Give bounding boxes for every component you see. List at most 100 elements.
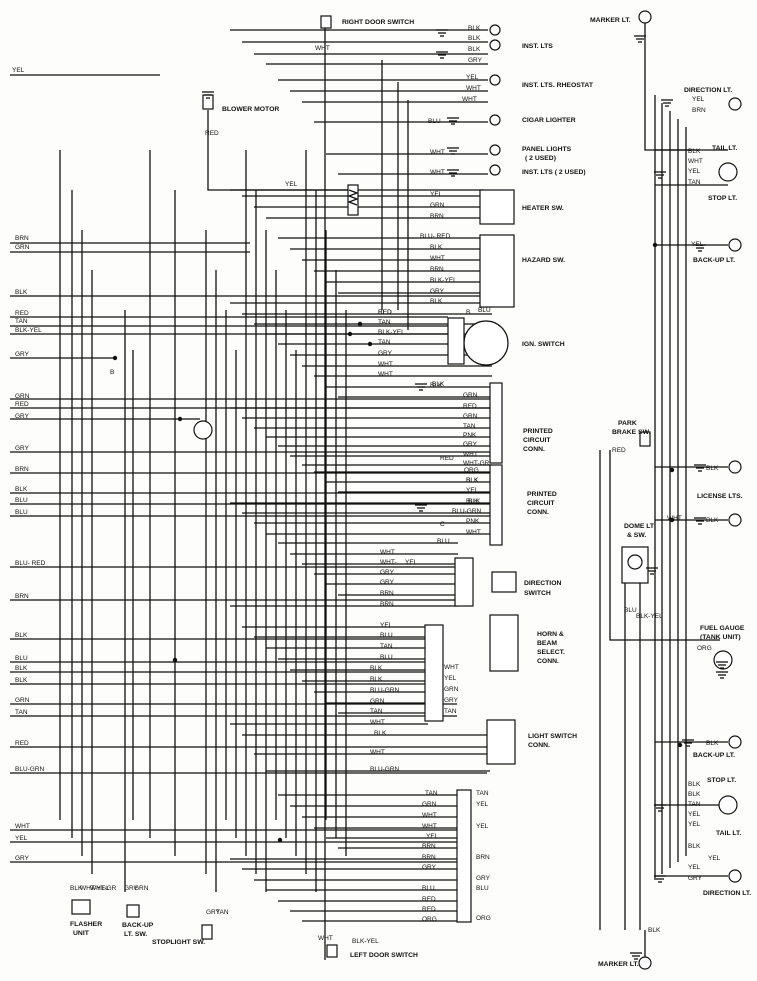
splice-marker: B [110,369,114,376]
flasher-label: UNIT [73,930,90,937]
wire-label: BLU- RED [420,233,451,240]
direction-switch-label: SWITCH [524,590,551,597]
light-switch-body [486,719,516,765]
dome-bulb [627,554,643,570]
wire-label: PNK [463,432,477,439]
connector-blocks [71,94,733,940]
heater-switch-body [479,189,515,225]
wire-label: WHT [462,96,477,103]
wire-label: BLU [624,607,637,614]
direction-switch-label: DIRECTION [524,580,561,587]
wire-label: GRY [688,875,703,882]
tail-light-label: TAIL LT. [716,830,741,837]
right-door-switch-label: RIGHT DOOR SWITCH [342,19,414,26]
wire-label: BLK [468,35,481,42]
inst-light-bulb [489,39,501,51]
wire-label: WHT [422,823,437,830]
ignition-switch-label: IGN. SWITCH [522,341,565,348]
printed-circuit-1-label: CONN. [523,446,545,453]
wire-label: WHT [430,169,445,176]
wire-label: TAN [688,801,701,808]
left-label: YEL [12,67,25,74]
wire-label: BLU [380,654,393,661]
stoplight-switch-body [201,924,213,940]
wire-label: BLU [422,885,435,892]
left-label: GRN [15,393,30,400]
left-wire-labels: YEL BRN GRN BLK RED TAN BLK-YEL GRY GRN … [12,67,46,862]
wire-label: BLU-GRN [370,766,400,773]
dome-light-label: DOME LT [624,523,655,530]
backup-light-label: BACK-UP LT. [693,257,735,264]
left-label: BLK [15,665,28,672]
flasher-unit-body [71,899,91,915]
park-brake-switch-body [639,431,651,447]
rheostat-label: INST. LTS. RHEOSTAT [522,82,594,89]
printed-circuit-2-label: CONN. [527,509,549,516]
wire-label: RED [378,309,392,316]
wire-label: GRY [422,864,437,871]
wire-label: WHT [430,149,445,156]
left-label: BLK [15,289,28,296]
wire-label: YEL [466,74,479,81]
wire-label: BRN [476,854,490,861]
wire-label: WHT [667,515,682,522]
wire-label: GRN [463,392,478,399]
marker-light-label: MARKER LT. [598,961,639,968]
hazard-switch-label: HAZARD SW. [522,257,565,264]
wire-label: WHT [380,549,395,556]
wire-label: RED [205,130,219,137]
wire-label: WHT [688,158,703,165]
wire-label: YEL [688,168,701,175]
left-label: BLU- RED [15,560,46,567]
wire-label: WHT [315,45,330,52]
wire-label: BLK [466,477,479,484]
wire-label: WHT-YEL [80,885,109,892]
left-label: GRY [15,445,30,452]
inst-lights-2-label: INST. LTS ( 2 USED) [522,169,586,176]
splice-marker: B [466,309,470,316]
wire-label: BLU-GRN [452,508,482,515]
wire-label: BRN [422,843,436,850]
wire-label: GRY [206,909,221,916]
wire-label: BLK [706,517,719,524]
wire-label: ORG [464,467,479,474]
wire-label: TAN [378,339,391,346]
backup-light-label: BACK-UP LT. [693,752,735,759]
wire-label: GRN [463,413,478,420]
stoplight-switch-label: STOPLIGHT SW. [152,939,205,946]
left-label: GRN [15,244,30,251]
backup-switch-label: BACK-UP [122,922,154,929]
tail-light-label: TAIL LT. [712,145,737,152]
left-label: BLU [15,655,28,662]
printed-circuit-2-label: CIRCUIT [527,500,555,507]
wire-label: BRN [430,213,444,220]
direction-light-bulb [728,97,742,111]
wire-label: WHT [466,85,481,92]
license-light-bulb [728,460,742,474]
wire-splice-dot [652,242,658,248]
wire-label: WHT [370,719,385,726]
left-label: RED [15,310,29,317]
license-lights-label: LICENSE LTS. [697,493,743,500]
wire-label: GRY [463,441,478,448]
wire-label: BRN [380,601,394,608]
wire-label: GRY [476,875,491,882]
light-switch-label: LIGHT SWITCH [528,733,577,740]
left-label: BRN [15,235,29,242]
wire-label: YEL [380,622,393,629]
wire-label: YEL [430,191,443,198]
left-label: BLK [15,486,28,493]
left-label: TAN [15,318,28,325]
wire-label: YEL [405,559,418,566]
wire-splice-dot [677,742,683,748]
wire-label: BLK [466,498,479,505]
wire-label: GRY [378,350,393,357]
wire-label: BRN [430,266,444,273]
wire-label: YEL [688,821,701,828]
wire-label: YEL [444,675,457,682]
wire-label: GRY [430,288,445,295]
wire-label: BRN [380,590,394,597]
wire-label: BLK [432,381,445,388]
